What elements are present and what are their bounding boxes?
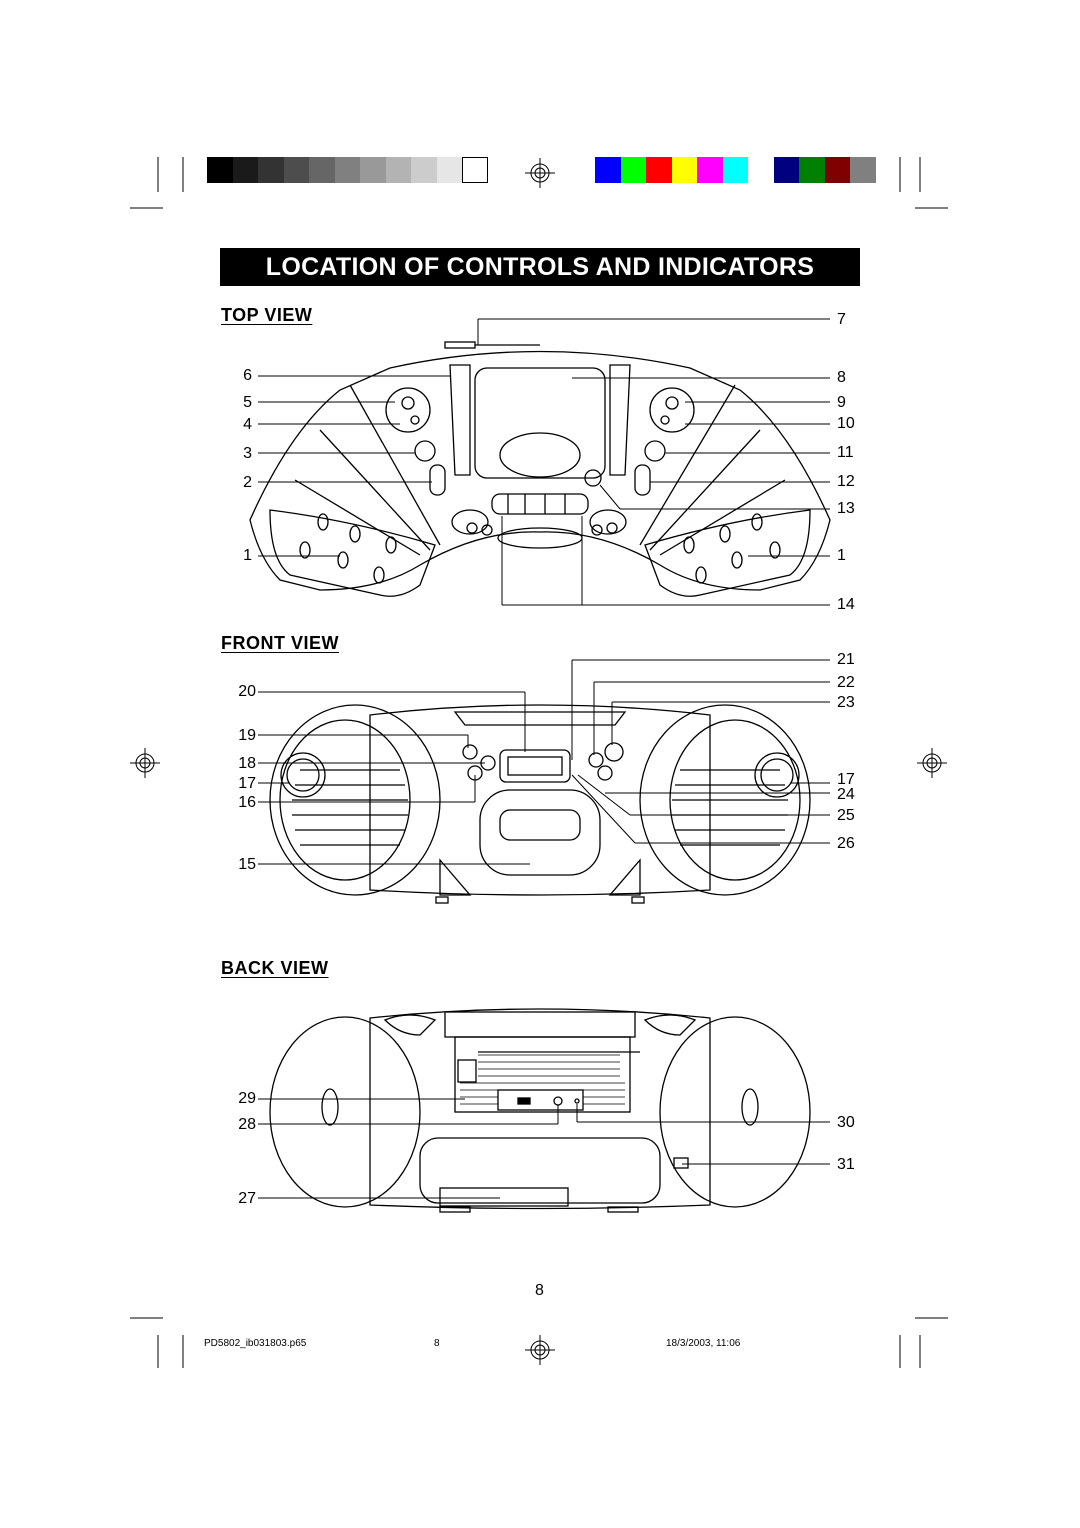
callout-16: 16 [238,794,256,811]
callout-5: 5 [243,394,252,411]
callout-7: 7 [837,311,846,328]
color-calibration-bar [595,157,876,183]
gray-swatch-2 [232,157,258,183]
callout-13: 13 [837,500,855,517]
callout-10: 10 [837,415,855,432]
callout-30: 30 [837,1114,855,1131]
callout-28: 28 [238,1116,256,1133]
callout-17-left: 17 [238,775,256,792]
callout-1-left: 1 [243,547,252,564]
back-view-heading: BACK VIEW [221,958,329,978]
front-view-heading: FRONT VIEW [221,633,339,653]
gray-swatch-6 [334,157,360,183]
callout-9: 9 [837,394,846,411]
gray-swatch-3 [258,157,284,183]
gray-swatch-1 [207,157,233,183]
color-swatch-4 [671,157,697,183]
callout-25: 25 [837,807,855,824]
callout-2: 2 [243,474,252,491]
callout-23: 23 [837,694,855,711]
color-swatch-6 [722,157,748,183]
callout-1-right: 1 [837,547,846,564]
color-swatch-1 [595,157,621,183]
color-swatch-10 [824,157,850,183]
callout-14: 14 [837,596,855,613]
callout-6: 6 [243,367,252,384]
color-swatch-8 [773,157,799,183]
gray-calibration-bar [207,157,488,183]
callout-15: 15 [238,856,256,873]
callout-17-right: 17 [837,771,855,788]
callout-18: 18 [238,755,256,772]
color-swatch-2 [620,157,646,183]
top-view-diagram [249,341,831,597]
callout-27: 27 [238,1190,256,1207]
gray-swatch-7 [360,157,386,183]
gray-swatch-10 [436,157,462,183]
callout-26: 26 [837,835,855,852]
page-number: 8 [535,1282,544,1299]
front-view-diagram [269,704,811,904]
color-swatch-3 [646,157,672,183]
back-view-diagram [269,1008,811,1213]
callout-22: 22 [837,674,855,691]
page-title: LOCATION OF CONTROLS AND INDICATORS [220,248,860,286]
callout-20: 20 [238,683,256,700]
callout-31: 31 [837,1156,855,1173]
callout-21: 21 [837,651,855,668]
top-view-heading: TOP VIEW [221,305,313,325]
gray-swatch-4 [283,157,309,183]
footer-file: PD5802_ib031803.p65 [204,1338,307,1349]
color-swatch-9 [799,157,825,183]
gray-swatch-5 [309,157,335,183]
color-swatch-11 [850,157,876,183]
color-swatch-7 [748,157,774,183]
callout-19: 19 [238,727,256,744]
registration-target-icon [130,158,947,1365]
footer-page: 8 [434,1338,440,1349]
callout-12: 12 [837,473,855,490]
callout-11: 11 [837,444,854,461]
callout-8: 8 [837,369,846,386]
gray-swatch-11 [462,157,488,183]
color-swatch-5 [697,157,723,183]
callout-29: 29 [238,1090,256,1107]
gray-swatch-8 [385,157,411,183]
callout-3: 3 [243,445,252,462]
footer-date: 18/3/2003, 11:06 [666,1338,741,1349]
gray-swatch-9 [411,157,437,183]
callout-4: 4 [243,416,252,433]
callout-24: 24 [837,786,855,803]
